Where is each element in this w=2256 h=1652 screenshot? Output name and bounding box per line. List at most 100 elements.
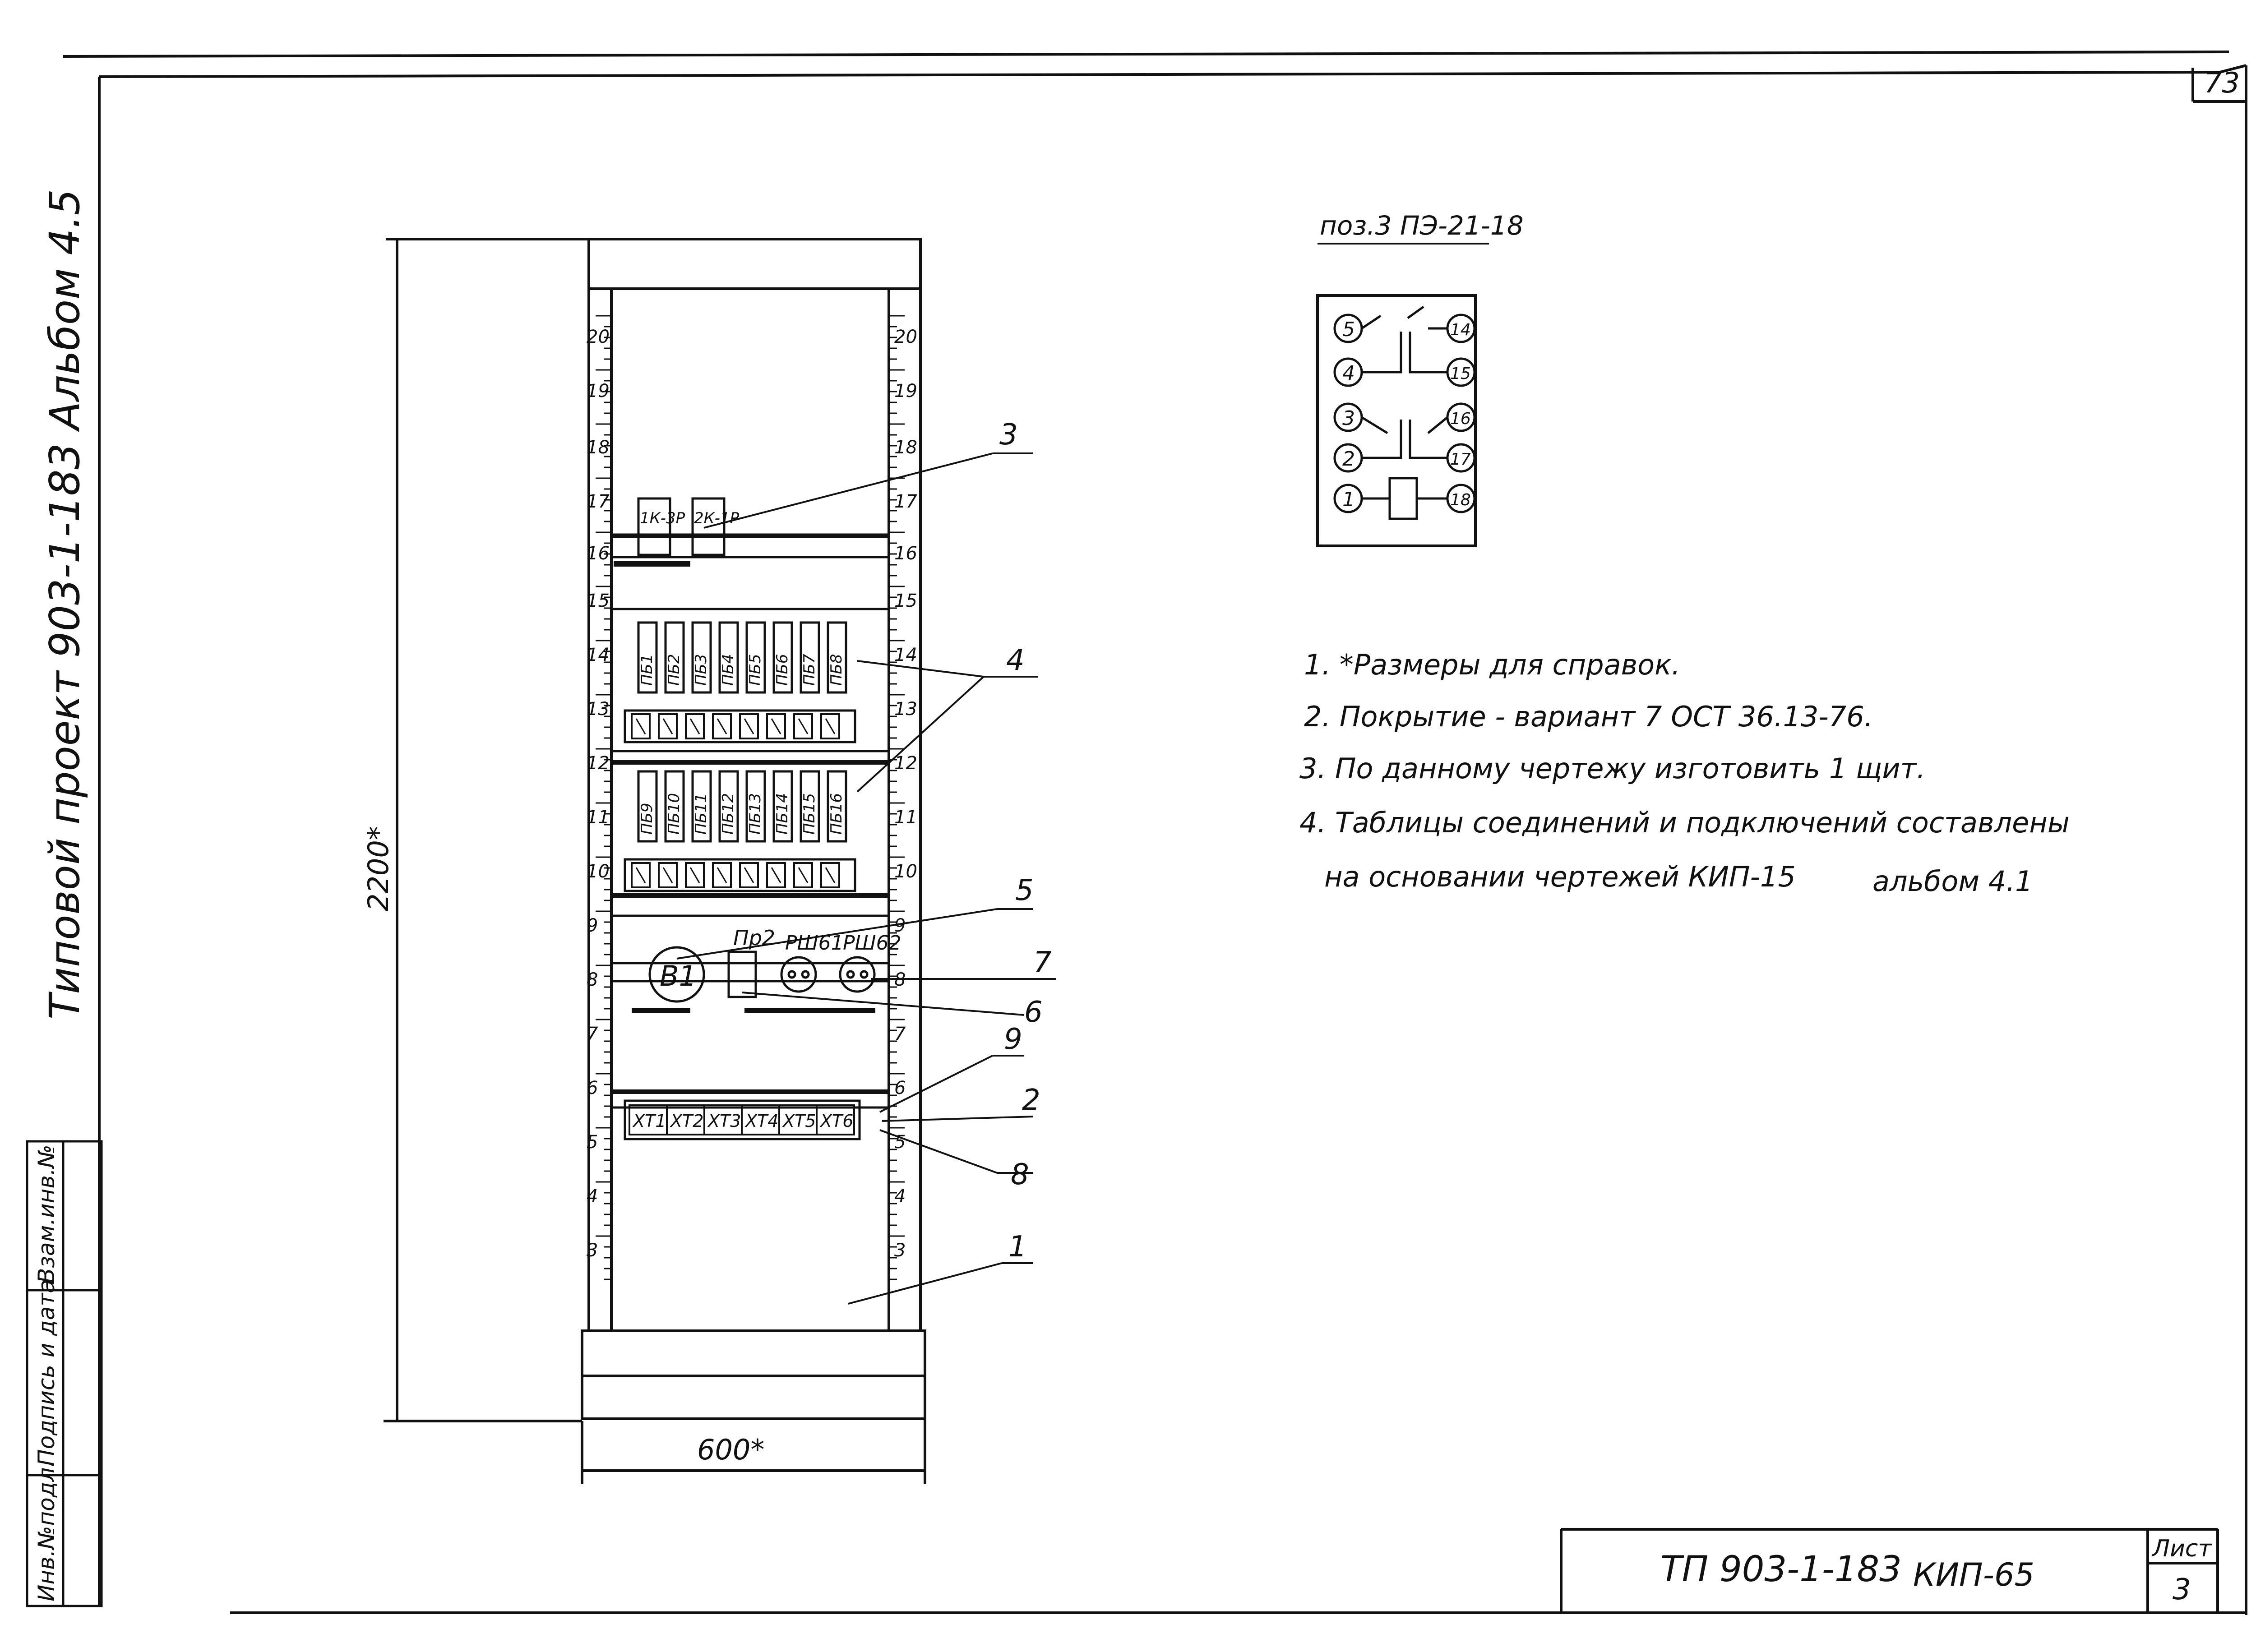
small-device-mark (798, 867, 809, 883)
terminal-label: ХТ5 (782, 1111, 816, 1131)
scale-mark: 15 (894, 591, 917, 611)
small-device (658, 862, 678, 888)
pin-3: 3 (1342, 407, 1355, 430)
callout-leaders (676, 452, 1056, 1305)
pin-4: 4 (1342, 362, 1355, 385)
cabinet-front-view: 2200* 600* 20 19 18 17 16 15 14 13 12 11… (362, 238, 1056, 1484)
small-device (820, 862, 840, 888)
stamp-label-replacement: Взам.инв.№ (33, 1144, 60, 1283)
relay-detail-title: поз.3 ПЭ-21-18 (1320, 210, 1524, 241)
terminal-label: ХТ6 (819, 1111, 853, 1131)
small-device-mark (717, 718, 727, 734)
switch-label: В1 (660, 960, 697, 992)
dimension-height: 2200* (362, 826, 395, 911)
small-device (685, 862, 705, 888)
pin-2: 2 (1342, 448, 1355, 471)
scale-mark: 12 (894, 753, 917, 774)
relay-unit (745, 770, 766, 843)
relay-unit (664, 621, 685, 694)
small-device-mark (689, 867, 700, 883)
sheet-frame (63, 51, 2247, 1615)
side-project-label: Типовой проект 903-1-183 Альбом 4.5 (41, 189, 89, 1020)
socket-label-2: РШ62 (843, 932, 901, 955)
relay-label: ПБ9 (638, 803, 656, 835)
scale-mark: 7 (587, 1024, 598, 1044)
small-device (739, 713, 759, 739)
small-device-row-2 (624, 858, 856, 892)
cabinet-base (581, 1375, 926, 1420)
pin-17: 17 (1450, 450, 1471, 469)
left-stamp-box (26, 1140, 103, 1607)
callout-4: 4 (1006, 644, 1025, 677)
scale-mark: 11 (894, 807, 917, 828)
top-devices (611, 497, 889, 556)
terminal-rail (624, 1099, 861, 1140)
small-device-mark (744, 867, 754, 883)
relay-unit (800, 770, 820, 843)
relay-unit (772, 770, 793, 843)
title-block (1560, 1528, 2219, 1613)
device-strip (624, 858, 856, 892)
relay-unit (691, 621, 712, 694)
note-4-album: альбом 4.1 (1872, 865, 2033, 898)
small-device (820, 713, 840, 739)
callout-5: 5 (1015, 874, 1034, 907)
relay-unit (800, 621, 820, 694)
small-device-mark (771, 718, 781, 734)
corner-sheet-number: 73 (2204, 66, 2240, 99)
pin-18: 18 (1450, 491, 1471, 509)
small-device (739, 862, 759, 888)
power-devices (648, 946, 876, 1003)
relay-label: ПБ12 (719, 793, 737, 835)
pin-1: 1 (1342, 488, 1355, 511)
small-device (685, 713, 705, 739)
callout-9: 9 (1004, 1023, 1022, 1056)
note-4-continued: на основании чертежей КИП-15 (1324, 860, 1796, 893)
callout-6: 6 (1024, 996, 1043, 1029)
scale-mark: 6 (587, 1078, 598, 1098)
terminal-label: ХТ3 (707, 1111, 741, 1131)
relay-label: ПБ11 (692, 793, 710, 835)
relay-unit (637, 770, 658, 843)
scale-mark: 10 (894, 861, 917, 882)
cabinet-top-cap (587, 238, 922, 290)
small-device (766, 862, 786, 888)
small-device-mark (635, 867, 646, 883)
relay-label: ПБ16 (828, 793, 846, 835)
relay-label: ПБ10 (665, 793, 683, 835)
small-device-mark (689, 718, 700, 734)
note-3: 3. По данному чертежу изготовить 1 щит. (1299, 752, 1926, 785)
relay-label: ПБ14 (773, 793, 791, 835)
rail-scale-ticks (596, 315, 905, 1280)
small-device-mark (662, 718, 673, 734)
relay-unit (772, 621, 793, 694)
title-code: ТП 903-1-183 (1660, 1549, 1902, 1590)
small-device-mark (825, 718, 836, 734)
terminal-label: ХТ1 (632, 1111, 666, 1131)
relay-unit (718, 621, 739, 694)
device-label-1k: 1К-3Р (640, 509, 685, 527)
relay-unit (745, 621, 766, 694)
relay-label: ПБ13 (746, 793, 764, 835)
stamp-label-signature: Подпись и дата (33, 1279, 60, 1466)
relay-unit (691, 770, 712, 843)
small-device (712, 862, 732, 888)
note-4: 4. Таблицы соединений и подключений сост… (1299, 806, 2070, 839)
callout-7: 7 (1033, 946, 1052, 979)
device-strip (624, 709, 856, 743)
cabinet-plinth (581, 1329, 926, 1377)
scale-mark: 5 (587, 1132, 598, 1153)
scale-mark: 4 (587, 1186, 598, 1207)
pin-14: 14 (1450, 321, 1471, 339)
small-device-mark (825, 867, 836, 883)
relay-unit (718, 770, 739, 843)
small-device (631, 713, 651, 739)
scale-mark: 18 (894, 437, 917, 458)
scale-mark: 17 (894, 491, 917, 512)
terminal-block (816, 1104, 855, 1135)
small-device (766, 713, 786, 739)
small-device-mark (744, 718, 754, 734)
